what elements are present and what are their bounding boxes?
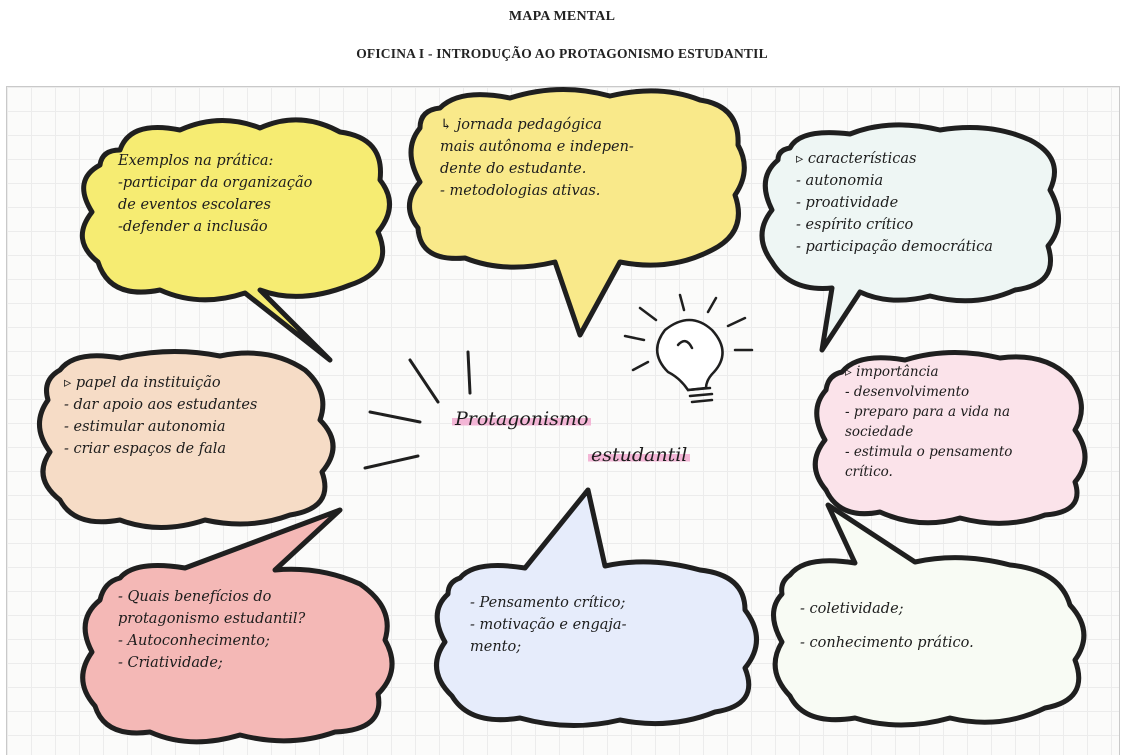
bubble-line: -defender a inclusão [118, 219, 268, 235]
bubble-line: dente do estudante. [440, 161, 587, 177]
bubble-line: - coletividade; [800, 601, 904, 617]
bubble-institution-shape [37, 348, 336, 530]
bubble-line: ▹ importância [845, 364, 939, 380]
bubble-line: - metodologias ativas. [440, 183, 601, 199]
page-subtitle: OFICINA I - INTRODUÇÃO AO PROTAGONISMO E… [356, 46, 768, 61]
bubble-line: - desenvolvimento [845, 384, 970, 400]
bubble-line: mais autônoma e indepen- [440, 139, 634, 155]
bubble-importance-text: ▹ importância - desenvolvimento - preparo … [845, 362, 1012, 482]
bubble-journey-text: ↳ jornada pedagógica mais autônoma e inde… [440, 114, 634, 202]
center-title-line2: estudantil [588, 444, 691, 466]
bubble-line: ▹ características [796, 151, 917, 167]
bubble-line: - motivação e engaja- [470, 617, 627, 633]
bubble-line: -participar da organização [118, 175, 313, 191]
bubble-benefits-text: - Quais benefícios do protagonismo estuda… [118, 586, 305, 674]
lightbulb-icon [623, 293, 754, 404]
bubble-collectivity-text: - coletividade; - conhecimento prático. [800, 592, 974, 660]
bubble-institution-text: ▹ papel da instituição - dar apoio aos es… [64, 372, 257, 460]
bubble-line: - criar espaços de fala [64, 441, 226, 457]
bubble-line: protagonismo estudantil? [118, 611, 306, 627]
bubble-line: - Autoconhecimento; [118, 633, 270, 649]
bubble-line: mento; [470, 639, 522, 655]
bubble-examples-text: Exemplos na prática: -participar da organ… [118, 150, 312, 238]
bubble-line: - Quais benefícios do [118, 589, 272, 605]
bubble-collectivity-shape [771, 502, 1087, 728]
bubble-line: ↳ jornada pedagógica [440, 117, 602, 133]
bubble-line: - espírito crítico [796, 217, 914, 233]
bubble-importance-shape [812, 350, 1088, 526]
bubble-journey-shape [407, 86, 747, 338]
bubble-line: - Criatividade; [118, 655, 223, 671]
bubble-line: - conhecimento prático. [800, 635, 974, 651]
bubble-line: - dar apoio aos estudantes [64, 397, 258, 413]
bubble-line: - preparo para a vida na [845, 404, 1010, 420]
bubble-line: crítico. [845, 464, 893, 480]
bubble-line: ▹ papel da instituição [64, 375, 221, 391]
center-title-line1: Protagonismo [452, 408, 592, 430]
page-title: MAPA MENTAL [508, 9, 616, 24]
bubble-line: - autonomia [796, 173, 884, 189]
bubble-line: Exemplos na prática: [118, 153, 274, 169]
bubble-critical-text: - Pensamento crítico; - motivação e engaj… [470, 592, 626, 658]
bubble-line: - Pensamento crítico; [470, 595, 626, 611]
bubble-line: de eventos escolares [118, 197, 271, 213]
bubble-benefits-shape [80, 507, 395, 745]
bubble-critical-shape [434, 487, 759, 729]
bubble-line: - estimula o pensamento [845, 444, 1013, 460]
bubble-examples-shape [79, 117, 392, 363]
bubble-characteristics-text: ▹ características - autonomia - proativida… [796, 148, 993, 258]
bubble-line: - proatividade [796, 195, 899, 211]
bubble-line: sociedade [845, 424, 914, 440]
bubble-characteristics-shape [759, 122, 1061, 353]
central-rays [363, 350, 472, 470]
bubble-line: - participação democrática [796, 239, 993, 255]
bubble-line: - estimular autonomia [64, 419, 226, 435]
